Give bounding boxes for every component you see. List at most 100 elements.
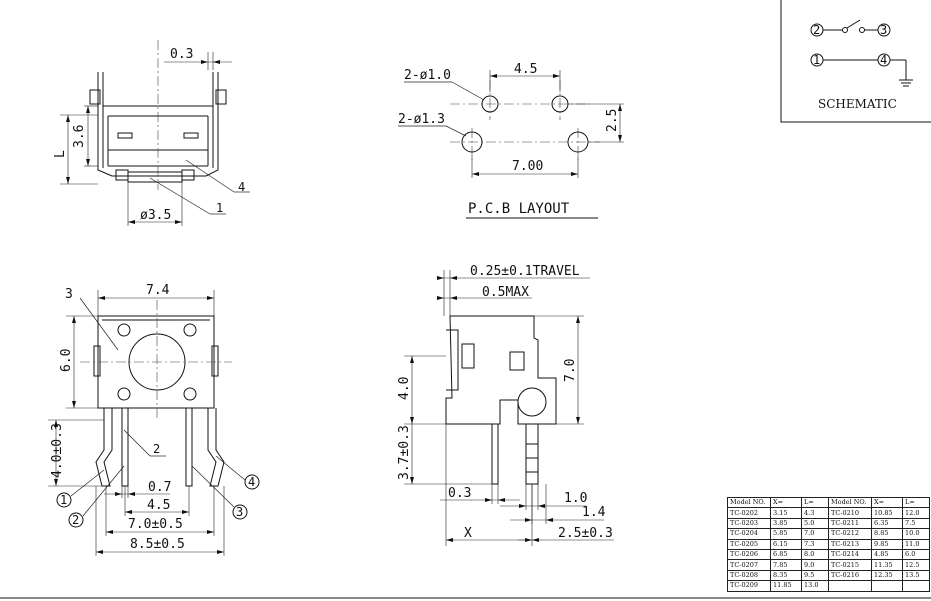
col-x-2: X= xyxy=(871,496,903,509)
table-cell: 5.85 xyxy=(770,528,802,540)
table-cell: 8.0 xyxy=(801,548,829,561)
table-cell: TC-0214 xyxy=(828,548,872,561)
schematic-pin-4: 4 xyxy=(880,53,887,67)
front-pin-4 xyxy=(244,474,260,490)
table-cell: 9.85 xyxy=(871,538,903,550)
side-dim-x: X xyxy=(464,526,472,541)
table-cell: 6.85 xyxy=(770,548,802,561)
table-cell xyxy=(871,580,903,592)
table-cell: TC-0206 xyxy=(727,548,771,561)
table-cell: 13.0 xyxy=(801,580,829,592)
side-view: 0.25±0.1TRAVEL 0.5MAX 7.0 4.0 3.7±0.3 xyxy=(397,264,614,546)
pcb-dim-4-5: 4.5 xyxy=(514,62,537,77)
front-dim-4-0: 4.0±0.3 xyxy=(50,423,65,478)
table-cell: 7.5 xyxy=(902,517,930,530)
schematic-title: SCHEMATIC xyxy=(818,97,897,111)
svg-text:3: 3 xyxy=(236,505,243,519)
svg-text:2: 2 xyxy=(72,513,79,527)
table-cell: TC-0209 xyxy=(727,580,771,592)
table-cell: 13.5 xyxy=(902,569,930,582)
svg-text:4: 4 xyxy=(248,475,255,489)
side-dim-7-0: 7.0 xyxy=(563,359,578,382)
pcb-hole-large-left xyxy=(461,131,483,153)
dim-l: L xyxy=(53,150,68,158)
front-dim-7-4: 7.4 xyxy=(146,283,170,298)
front-callout-2: 2 xyxy=(153,442,160,456)
schematic: 2 3 1 4 SCHEMATIC xyxy=(780,0,931,123)
front-dim-6-0: 6.0 xyxy=(59,349,74,372)
table-cell: 10.85 xyxy=(871,507,903,519)
table-cell xyxy=(902,580,930,592)
pcb-layout-title: P.C.B LAYOUT xyxy=(468,201,570,217)
pcb-dim-7-00: 7.00 xyxy=(512,159,543,174)
dim-0-3: 0.3 xyxy=(170,47,193,62)
table-cell: 7.0 xyxy=(801,528,829,540)
pcb-layout: 4.5 7.00 2.5 2-ø1.0 2-ø1.3 P.C.B LAYOUT xyxy=(398,62,624,219)
col-x-1: X= xyxy=(770,496,802,509)
pcb-hole-small-label: 2-ø1.0 xyxy=(404,68,451,83)
front-dim-0-7: 0.7 xyxy=(148,480,171,495)
table-cell: 6.0 xyxy=(902,548,930,561)
table-header-row: Model NO. X= L= Model NO. X= L= xyxy=(727,496,930,509)
front-dim-4-5: 4.5 xyxy=(147,498,170,513)
table-cell: TC-0213 xyxy=(828,538,872,550)
dim-diameter: ø3.5 xyxy=(140,208,171,223)
front-dim-7-0: 7.0±0.5 xyxy=(128,517,183,532)
callout-4: 4 xyxy=(238,180,245,194)
schematic-pin-3: 3 xyxy=(880,23,887,37)
table-cell: 10.0 xyxy=(902,528,930,540)
top-view: 0.3 3.6 L xyxy=(53,40,250,226)
table-cell: 12.35 xyxy=(871,569,903,582)
table-cell: TC-0205 xyxy=(727,538,771,550)
col-l-2: L= xyxy=(902,496,930,509)
front-pin-3 xyxy=(232,504,248,520)
table-cell: TC-0212 xyxy=(828,528,872,540)
side-dim-4-0: 4.0 xyxy=(397,377,412,400)
table-cell: 8.35 xyxy=(770,569,802,582)
table-cell: TC-0202 xyxy=(727,507,771,519)
front-pin-2 xyxy=(68,512,84,528)
table-cell: 12.5 xyxy=(902,559,930,571)
pcb-hole-small-left xyxy=(481,95,499,113)
front-dim-8-5: 8.5±0.5 xyxy=(130,537,185,552)
table-cell: 6.35 xyxy=(871,517,903,530)
table-cell: TC-0210 xyxy=(828,507,872,519)
col-model-1: Model NO. xyxy=(727,496,771,509)
side-max: 0.5MAX xyxy=(482,285,529,300)
table-cell: TC-0211 xyxy=(828,517,872,530)
table-cell: TC-0208 xyxy=(727,569,771,582)
side-dim-1-4: 1.4 xyxy=(582,505,606,520)
table-cell: 3.15 xyxy=(770,507,802,519)
table-cell: TC-0207 xyxy=(727,559,771,571)
dim-3-6: 3.6 xyxy=(72,125,87,148)
table-cell: TC-0204 xyxy=(727,528,771,540)
pcb-hole-large-label: 2-ø1.3 xyxy=(398,112,445,127)
side-dim-3-7: 3.7±0.3 xyxy=(397,425,412,480)
table-cell: 11.85 xyxy=(770,580,802,592)
table-cell: 3.85 xyxy=(770,517,802,530)
table-cell: 7.3 xyxy=(801,538,829,550)
col-model-2: Model NO. xyxy=(828,496,872,509)
front-pin-1 xyxy=(56,492,72,508)
table-cell: TC-0203 xyxy=(727,517,771,530)
table-cell: 4.3 xyxy=(801,507,829,519)
table-cell: 5.0 xyxy=(801,517,829,530)
side-dim-0-3: 0.3 xyxy=(448,486,471,501)
pcb-dim-2-5: 2.5 xyxy=(605,109,620,132)
schematic-pin-2: 2 xyxy=(813,23,820,37)
table-cell: 6.15 xyxy=(770,538,802,550)
table-cell: 9.0 xyxy=(801,559,829,571)
callout-1: 1 xyxy=(216,201,223,215)
table-cell: 11.0 xyxy=(902,538,930,550)
table-cell: 8.85 xyxy=(871,528,903,540)
